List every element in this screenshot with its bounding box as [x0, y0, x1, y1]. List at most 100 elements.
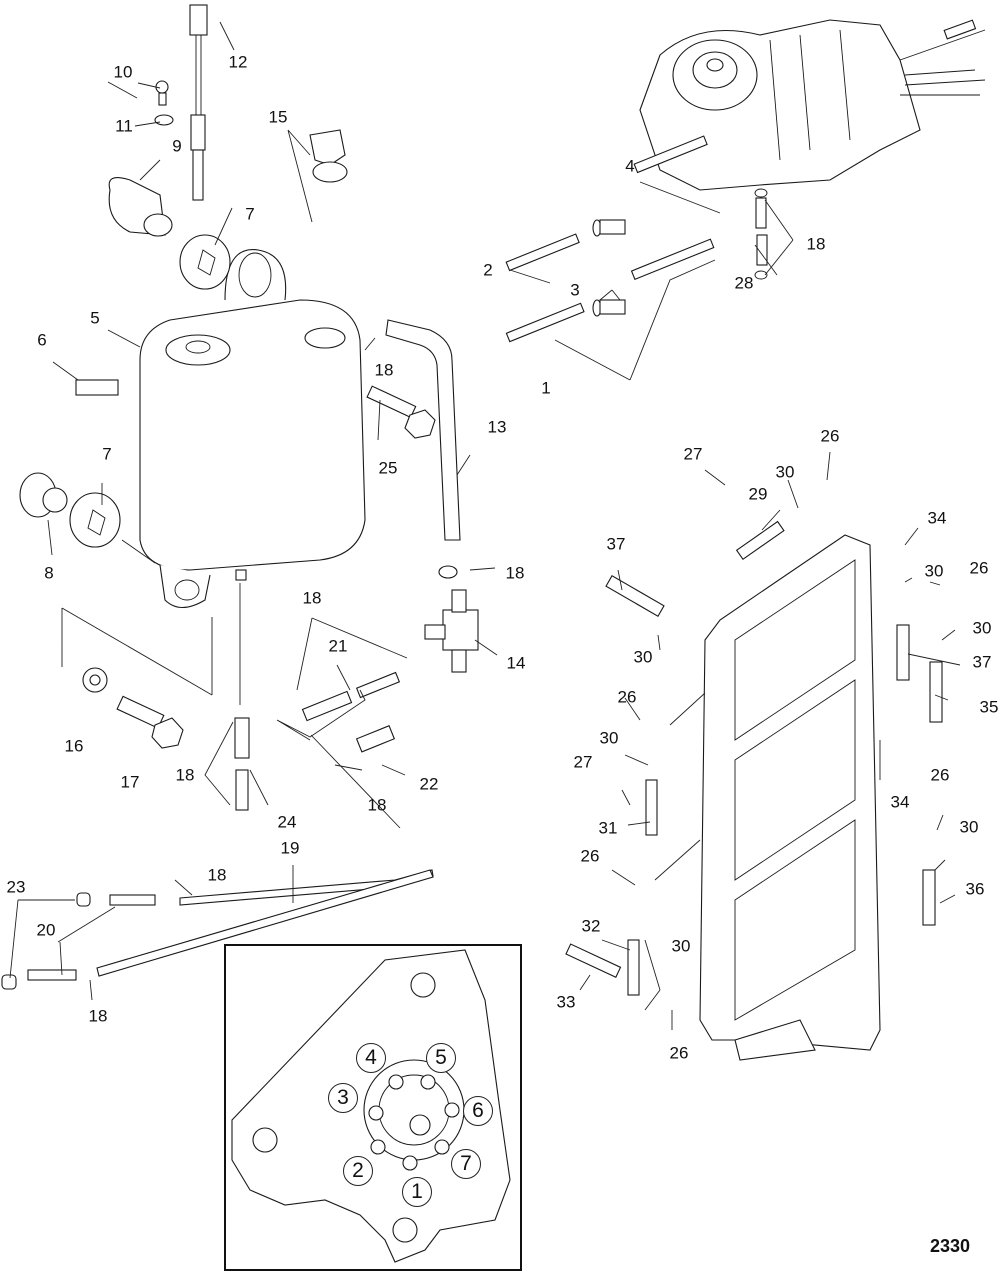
callout-26-c: 26: [617, 687, 637, 707]
callout-28: 28: [734, 273, 754, 293]
washer: [154, 114, 174, 126]
hose-24b: [235, 769, 249, 811]
oil-tank: [139, 249, 366, 609]
callout-34-a: 34: [927, 508, 947, 528]
port-label-4: 4: [356, 1043, 386, 1073]
vent-fitting: [309, 129, 348, 183]
callout-35: 35: [979, 697, 999, 717]
check-valve-lower: [592, 299, 626, 317]
fitting-20-lower: [27, 969, 77, 981]
oil-level-sensor: [189, 4, 208, 201]
callout-6: 6: [37, 330, 47, 350]
callout-30-b: 30: [924, 561, 944, 581]
fitting-20-upper: [109, 894, 156, 906]
cap-lower: [1, 974, 17, 990]
tube-36: [922, 869, 936, 926]
callout-4: 4: [625, 156, 635, 176]
callout-27-a: 27: [683, 444, 703, 464]
callout-19: 19: [280, 838, 300, 858]
long-hose-2: [96, 869, 434, 977]
callout-30-c: 30: [972, 618, 992, 638]
callout-20: 20: [36, 920, 56, 940]
drain-plug-upper: [179, 234, 231, 290]
hose-24a: [234, 717, 250, 759]
callout-17: 17: [120, 772, 140, 792]
callout-30-d: 30: [633, 647, 653, 667]
callout-25: 25: [378, 458, 398, 478]
callout-14: 14: [506, 653, 526, 673]
callout-5: 5: [90, 308, 100, 328]
tube-37-left: [605, 575, 665, 617]
callout-26-b: 26: [969, 558, 989, 578]
callout-2: 2: [483, 260, 493, 280]
callout-8: 8: [44, 563, 54, 583]
callout-18-d: 18: [302, 588, 322, 608]
tee-fitting: [424, 565, 479, 673]
callout-30-a: 30: [775, 462, 795, 482]
callout-32: 32: [581, 916, 601, 936]
callout-9: 9: [172, 136, 182, 156]
callout-24: 24: [277, 812, 297, 832]
drain-plug-lower: [69, 492, 121, 548]
washer-16: [82, 667, 108, 693]
port-label-1: 1: [402, 1177, 432, 1207]
callout-18-b: 18: [806, 234, 826, 254]
callout-29: 29: [748, 484, 768, 504]
hoses-and-check-valves: [505, 135, 768, 343]
callout-26-e: 26: [580, 846, 600, 866]
inline-filter: [355, 725, 396, 753]
figure-number: 2330: [929, 1236, 970, 1256]
hose-21: [301, 690, 353, 722]
callout-10: 10: [113, 62, 133, 82]
callout-7-upper: 7: [245, 204, 255, 224]
callout-30-g: 30: [671, 936, 691, 956]
callout-16: 16: [64, 736, 84, 756]
callout-11: 11: [115, 116, 133, 136]
tube-35: [929, 661, 943, 723]
callout-1: 1: [541, 378, 551, 398]
callout-31: 31: [598, 818, 618, 838]
callout-21: 21: [328, 636, 348, 656]
tube-31: [645, 779, 658, 836]
callout-12: 12: [228, 52, 248, 72]
callout-18-f: 18: [367, 795, 387, 815]
hose-21b: [355, 671, 401, 699]
oil-pump-assembly: [639, 19, 986, 191]
callout-18-h: 18: [88, 1006, 108, 1026]
inset-frame: [224, 944, 522, 1271]
port-label-5: 5: [426, 1043, 456, 1073]
screw: [155, 80, 169, 106]
fitting: [108, 177, 173, 237]
port-label-6: 6: [463, 1096, 493, 1126]
vent-hose: [385, 319, 461, 541]
callout-26-f: 26: [669, 1043, 689, 1063]
port-label-2: 2: [343, 1156, 373, 1186]
callout-33: 33: [556, 992, 576, 1012]
callout-3: 3: [570, 280, 580, 300]
callout-27-b: 27: [573, 752, 593, 772]
port-label-7: 7: [451, 1149, 481, 1179]
callout-18-e: 18: [175, 765, 195, 785]
callout-30-e: 30: [599, 728, 619, 748]
callout-26-d: 26: [930, 765, 950, 785]
tube-32: [627, 939, 640, 996]
manifold-plate: [699, 534, 881, 1061]
inset-pump-face: [231, 949, 511, 1263]
tube-29: [735, 520, 785, 561]
callout-37-b: 37: [972, 652, 992, 672]
tube-37-right: [896, 624, 910, 681]
decal: [75, 379, 119, 396]
callout-7-lower: 7: [102, 444, 112, 464]
callout-37-a: 37: [606, 534, 626, 554]
callout-13: 13: [487, 417, 507, 437]
callout-34-b: 34: [890, 792, 910, 812]
bolt-upper: [366, 385, 436, 439]
bolt-lower: [116, 695, 184, 749]
callout-15: 15: [268, 107, 288, 127]
callout-23: 23: [6, 877, 26, 897]
callout-18-g: 18: [207, 865, 227, 885]
callout-18-c: 18: [505, 563, 525, 583]
leader-lines: [9, 21, 961, 1030]
check-valve-upper: [592, 219, 626, 237]
